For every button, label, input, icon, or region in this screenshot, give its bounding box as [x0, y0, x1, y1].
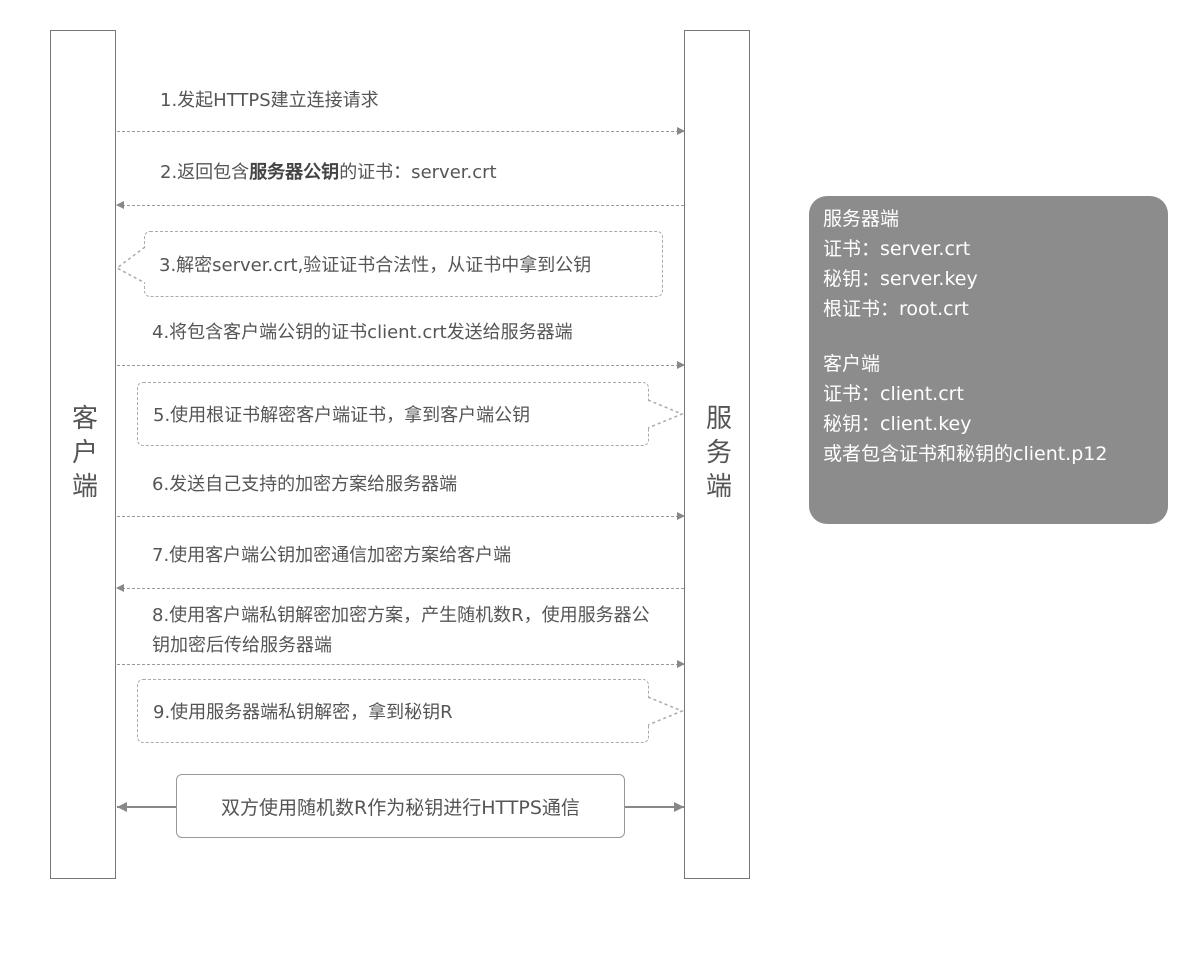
server-public-key-emphasis: 服务器公钥: [249, 162, 340, 183]
server-lifeline: 服务端: [684, 30, 750, 879]
step-6-arrow: [117, 512, 685, 520]
note-client-key: 秘钥：client.key: [823, 413, 972, 435]
step-6-label: 6.发送自己支持的加密方案给服务器端: [152, 474, 458, 495]
final-left-arrow: [117, 802, 176, 812]
step-7-label: 7.使用客户端公钥加密通信加密方案给客户端: [152, 545, 512, 566]
step-5-note: 5.使用根证书解密客户端证书，拿到客户端公钥: [137, 382, 684, 446]
final-communication-box: 双方使用随机数R作为秘钥进行HTTPS通信: [176, 774, 625, 838]
final-label: 双方使用随机数R作为秘钥进行HTTPS通信: [221, 796, 580, 819]
step-1-arrow: [117, 127, 685, 135]
note-server-key: 秘钥：server.key: [823, 268, 978, 290]
note-server-cert: 证书：server.crt: [823, 238, 971, 260]
step-9-note: 9.使用服务器端私钥解密，拿到秘钥R: [137, 679, 684, 743]
bubble-pointer-icon: [115, 245, 146, 284]
client-label: 客户端: [67, 403, 98, 506]
note-client-title: 客户端: [823, 353, 881, 375]
step-8-label: 8.使用客户端私钥解密加密方案，产生随机数R，使用服务器公钥加密后传给服务器端: [152, 605, 650, 656]
note-root-cert: 根证书：root.crt: [823, 298, 969, 320]
step-3-note: 3.解密server.crt,验证证书合法性，从证书中拿到公钥: [115, 231, 663, 297]
step-9-label: 9.使用服务器端私钥解密，拿到秘钥R: [153, 702, 453, 723]
bubble-pointer-icon: [647, 398, 684, 429]
final-right-arrow: [625, 802, 684, 812]
step-4-label: 4.将包含客户端公钥的证书client.crt发送给服务器端: [152, 322, 573, 343]
bubble-pointer-icon: [647, 695, 684, 726]
step-7-arrow: [116, 584, 684, 592]
note-spacer: [823, 324, 1154, 349]
step-1-label: 1.发起HTTPS建立连接请求: [160, 90, 379, 111]
step-2-label: 2.返回包含服务器公钥的证书：server.crt: [160, 162, 497, 183]
client-lifeline: 客户端: [50, 30, 116, 879]
step-3-label: 3.解密server.crt,验证证书合法性，从证书中拿到公钥: [159, 255, 592, 276]
step-5-label: 5.使用根证书解密客户端证书，拿到客户端公钥: [153, 405, 531, 426]
step-2-arrow: [116, 201, 684, 209]
certificate-note-panel: 服务器端 证书：server.crt 秘钥：server.key 根证书：roo…: [809, 196, 1168, 524]
note-server-title: 服务器端: [823, 208, 900, 230]
note-client-cert: 证书：client.crt: [823, 383, 964, 405]
note-client-p12: 或者包含证书和秘钥的client.p12: [823, 443, 1108, 465]
step-4-arrow: [117, 361, 685, 369]
step-8-arrow: [117, 660, 685, 668]
server-label: 服务端: [701, 403, 732, 506]
